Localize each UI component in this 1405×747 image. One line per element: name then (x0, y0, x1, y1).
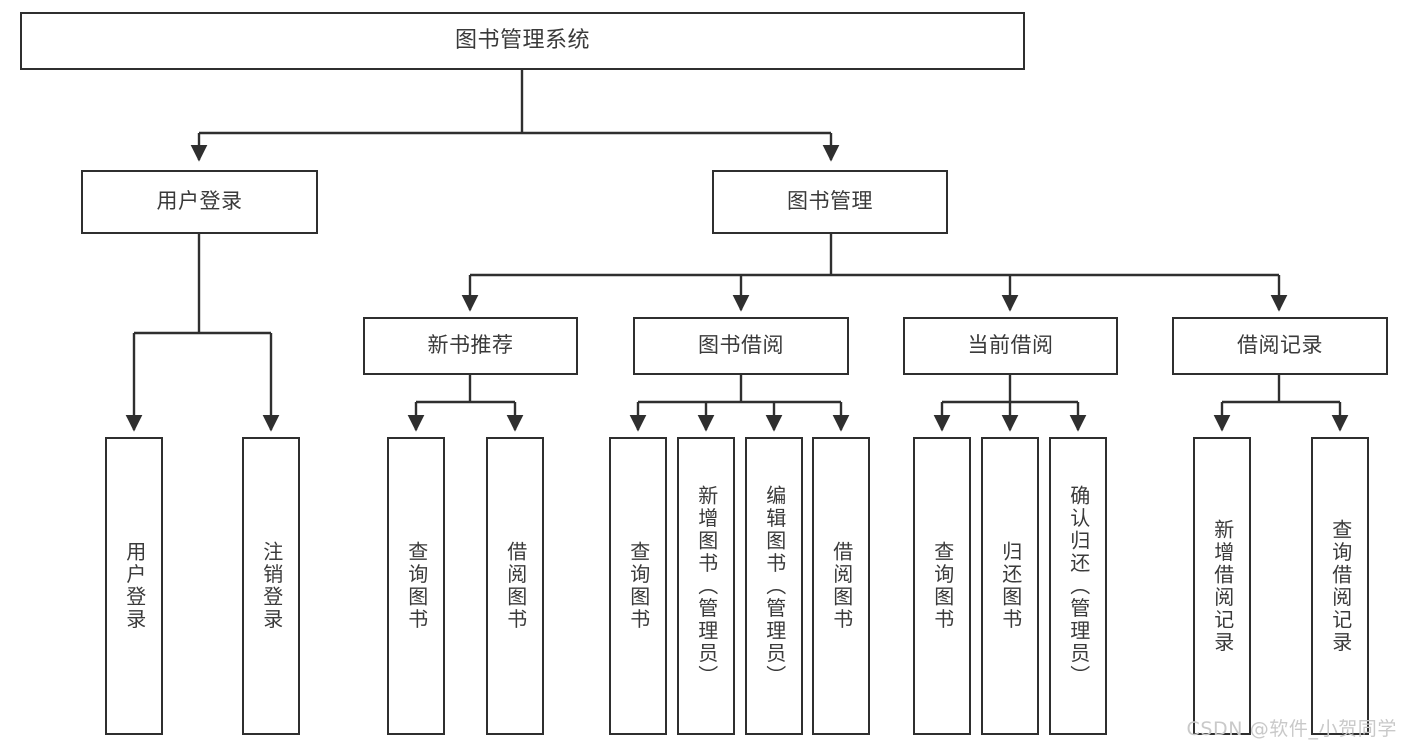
node-leaf-book-borrow-query[interactable]: 查询图书 (609, 437, 667, 735)
node-borrow-record[interactable]: 借阅记录 (1172, 317, 1388, 375)
watermark-text: CSDN @软件_小贺同学 (1186, 718, 1397, 740)
node-label: 新增借阅记录 (1210, 518, 1235, 654)
node-label: 借阅图书 (503, 541, 528, 631)
node-label: 查询图书 (930, 541, 955, 631)
node-label: 借阅记录 (1237, 333, 1323, 358)
node-leaf-current-borrow-confirm-return[interactable]: 确认归还（管理员） (1049, 437, 1107, 735)
node-leaf-current-borrow-query[interactable]: 查询图书 (913, 437, 971, 735)
node-user-login[interactable]: 用户登录 (81, 170, 318, 234)
node-book-management[interactable]: 图书管理 (712, 170, 948, 234)
node-leaf-book-borrow-edit[interactable]: 编辑图书（管理员） (745, 437, 803, 735)
node-leaf-new-book-borrow[interactable]: 借阅图书 (486, 437, 544, 735)
node-label: 借阅图书 (829, 541, 854, 631)
node-label: 用户登录 (122, 541, 147, 631)
node-leaf-user-login-login[interactable]: 用户登录 (105, 437, 163, 735)
node-root-book-management-system[interactable]: 图书管理系统 (20, 12, 1025, 70)
node-label: 编辑图书（管理员） (762, 484, 787, 688)
node-label: 新增图书（管理员） (694, 484, 719, 688)
node-leaf-new-book-query[interactable]: 查询图书 (387, 437, 445, 735)
node-label: 图书管理 (787, 189, 873, 214)
node-current-borrow[interactable]: 当前借阅 (903, 317, 1118, 375)
node-label: 查询图书 (626, 541, 651, 631)
node-leaf-book-borrow-add[interactable]: 新增图书（管理员） (677, 437, 735, 735)
node-leaf-current-borrow-return[interactable]: 归还图书 (981, 437, 1039, 735)
node-label: 查询图书 (404, 541, 429, 631)
node-label: 当前借阅 (967, 333, 1054, 358)
node-label: 图书管理系统 (454, 27, 590, 53)
node-leaf-user-login-logout[interactable]: 注销登录 (242, 437, 300, 735)
node-label: 查询借阅记录 (1328, 518, 1353, 654)
node-label: 新书推荐 (427, 333, 514, 358)
node-label: 注销登录 (259, 541, 284, 631)
node-label: 用户登录 (156, 189, 243, 214)
node-label: 图书借阅 (698, 333, 784, 358)
node-leaf-borrow-record-add[interactable]: 新增借阅记录 (1193, 437, 1251, 735)
node-leaf-book-borrow-borrow[interactable]: 借阅图书 (812, 437, 870, 735)
node-label: 确认归还（管理员） (1066, 484, 1091, 688)
node-new-book-recommend[interactable]: 新书推荐 (363, 317, 578, 375)
node-label: 归还图书 (998, 541, 1023, 631)
node-leaf-borrow-record-query[interactable]: 查询借阅记录 (1311, 437, 1369, 735)
node-book-borrow[interactable]: 图书借阅 (633, 317, 849, 375)
